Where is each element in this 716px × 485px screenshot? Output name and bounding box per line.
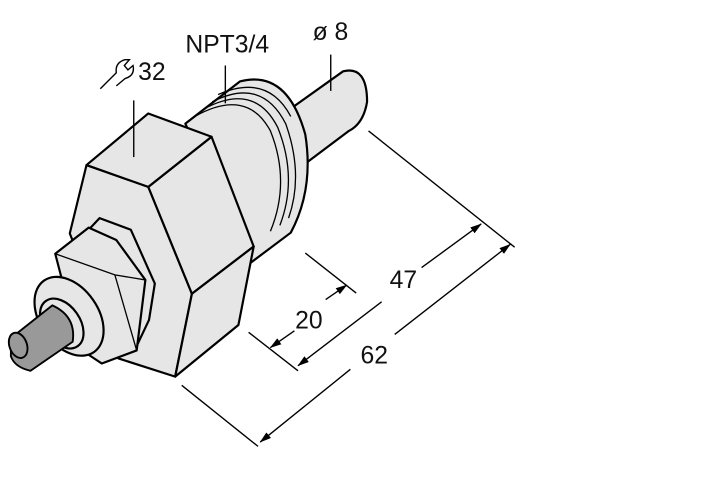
dimension-20: 20 [248,252,357,372]
dim-47-label: 47 [390,267,417,294]
cable [7,304,75,372]
dim-62-label: 62 [361,343,388,370]
wrench-size-callout: 32 [99,58,166,158]
thread-callout: NPT3/4 [185,31,269,104]
thread-label: NPT3/4 [185,31,269,58]
dim-20-label: 20 [295,308,322,335]
probe-diameter-label: ø 8 [313,19,349,46]
wrench-size-label: 32 [138,59,165,86]
thread-section [184,78,309,267]
dimension-47: 47 [297,223,482,367]
wrench-icon [99,58,135,90]
diameter-callout: ø 8 [313,19,349,91]
dimension-62: 62 [181,130,516,447]
